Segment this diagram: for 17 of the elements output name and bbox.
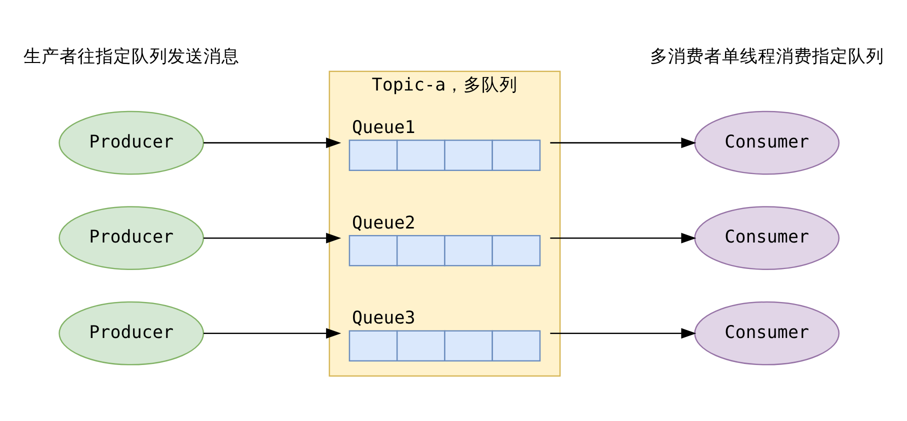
node-ellipse: Producer	[58, 110, 204, 175]
node-ellipse: Consumer	[694, 110, 840, 175]
node-label: Queue1	[352, 118, 416, 138]
node-label: Queue2	[352, 213, 416, 234]
node-ellipse: Consumer	[694, 206, 840, 270]
arrow	[550, 328, 696, 339]
node-label: Queue3	[352, 308, 416, 329]
arrow	[204, 138, 342, 148]
arrow	[204, 232, 342, 244]
node-ellipse: Consumer	[694, 301, 840, 366]
arrow	[550, 232, 696, 244]
node-ellipse: Producer	[58, 206, 204, 270]
node-ellipse: Producer	[58, 301, 204, 366]
arrow	[204, 328, 342, 339]
label: 生产者往指定队列发送消息	[23, 47, 240, 68]
label: 多消费者单线程消费指定队列	[650, 47, 884, 68]
arrow	[550, 138, 696, 148]
